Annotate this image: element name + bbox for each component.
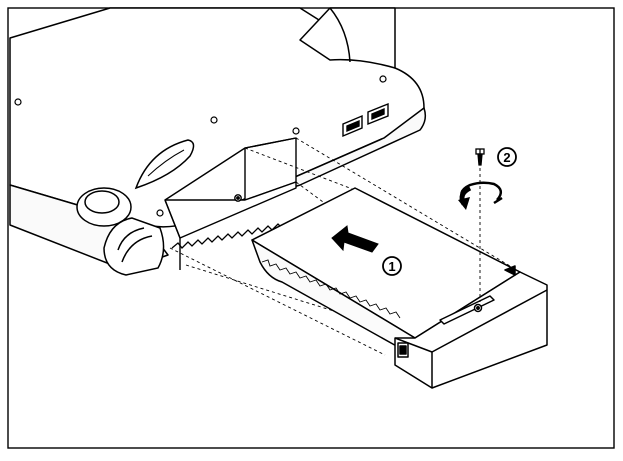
step-1-marker: 1 bbox=[382, 256, 402, 276]
teardrop-button bbox=[134, 139, 195, 190]
laptop-side-face bbox=[214, 107, 427, 213]
screen-hinge bbox=[299, 7, 396, 69]
bay-serrated-edge bbox=[171, 221, 297, 249]
step-2-label: 2 bbox=[503, 150, 510, 165]
step-2-marker: 2 bbox=[497, 147, 517, 167]
laptop-screw-holes bbox=[14, 75, 387, 217]
arrow-left-icon bbox=[331, 225, 379, 253]
caddy-side bbox=[251, 239, 416, 349]
screw-icon bbox=[475, 148, 485, 166]
caddy-side-texture bbox=[261, 259, 401, 319]
round-knob bbox=[76, 187, 132, 227]
step-1-label: 1 bbox=[388, 259, 395, 274]
usb-ports bbox=[342, 102, 389, 138]
rotate-clockwise-icon bbox=[458, 181, 503, 210]
front-roller bbox=[103, 217, 165, 276]
caddy-front-block bbox=[394, 271, 548, 389]
laptop-base bbox=[9, 7, 427, 271]
